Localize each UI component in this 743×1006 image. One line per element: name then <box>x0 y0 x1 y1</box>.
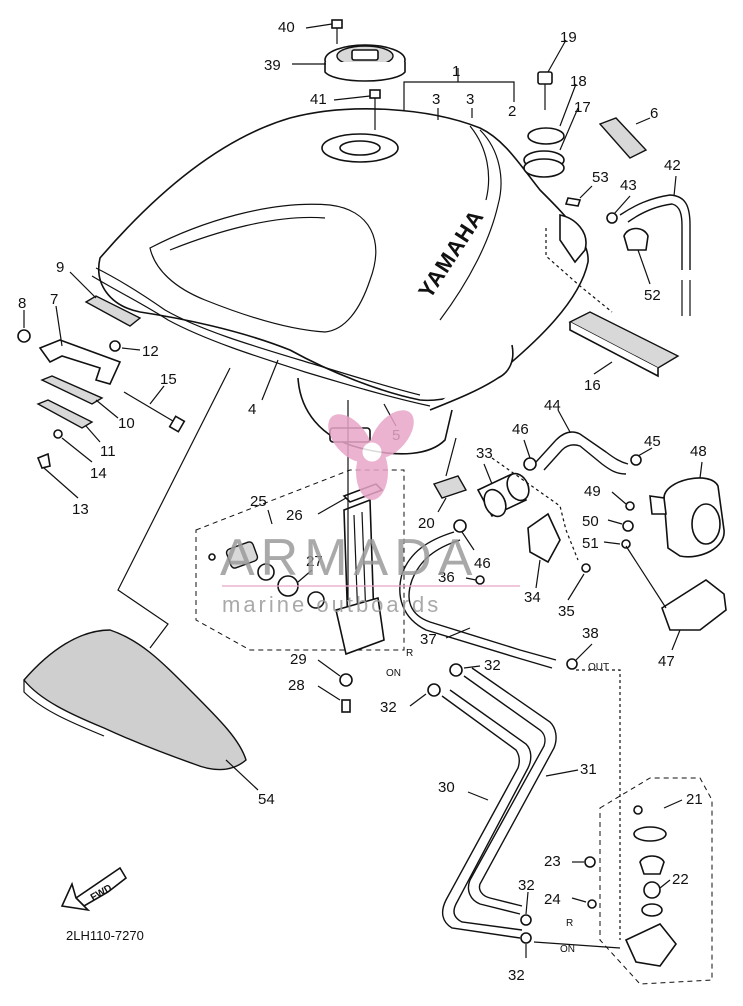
fuel-cap <box>324 44 406 82</box>
callout-8: 8 <box>18 295 26 312</box>
callout-49: 49 <box>584 483 601 500</box>
fuel-cock-assembly-box <box>195 469 405 713</box>
lower-on-label: ON <box>560 944 575 955</box>
callout-41: 41 <box>310 91 327 108</box>
lower-res-label: R <box>566 918 573 929</box>
callout-45: 45 <box>644 433 661 450</box>
callout-47: 47 <box>658 653 675 670</box>
fuel-tank: YAMAHA <box>91 108 589 455</box>
callout-20: 20 <box>418 515 435 532</box>
callout-31: 31 <box>580 761 597 778</box>
callout-37: 37 <box>420 631 437 648</box>
callout-54: 54 <box>258 791 275 808</box>
sub-fuel-cock-box <box>584 777 713 985</box>
callout-52: 52 <box>644 287 661 304</box>
side-cover-panel <box>23 629 247 771</box>
callout-36: 36 <box>438 569 455 586</box>
callout-33: 33 <box>476 445 493 462</box>
callout-10: 10 <box>118 415 135 432</box>
callout-32d: 32 <box>508 967 525 984</box>
valve-out-label: OUT <box>588 662 609 673</box>
leader-lines <box>23 23 703 958</box>
callout-46: 46 <box>512 421 529 438</box>
fuel-pump-parts <box>621 477 727 631</box>
callout-51: 51 <box>582 535 599 552</box>
callout-42: 42 <box>664 157 681 174</box>
callout-53: 53 <box>592 169 609 186</box>
watermark-brand: ARMADA <box>220 529 478 587</box>
callout-11: 11 <box>100 443 116 460</box>
callout-15: 15 <box>160 371 177 388</box>
callout-9: 9 <box>56 259 64 276</box>
callout-35: 35 <box>558 603 575 620</box>
callout-16: 16 <box>584 377 601 394</box>
fuel-filter-and-hoses <box>399 431 642 944</box>
callout-17: 17 <box>574 99 591 116</box>
callout-7: 7 <box>50 291 58 308</box>
callout-12: 12 <box>142 343 159 360</box>
callout-46b: 46 <box>474 555 491 572</box>
callout-30: 30 <box>438 779 455 796</box>
callout-18: 18 <box>570 73 587 90</box>
callout-23: 23 <box>544 853 561 870</box>
valve-res-label: R <box>406 648 413 659</box>
callout-48: 48 <box>690 443 707 460</box>
callout-40: 40 <box>278 19 295 36</box>
callout-32c: 32 <box>518 877 535 894</box>
callout-2: 2 <box>508 103 516 120</box>
callout-19: 19 <box>560 29 577 46</box>
callout-3: 3 <box>432 91 440 108</box>
tank-bolt <box>369 89 381 130</box>
watermark: ARMADA marine outboards <box>220 410 520 617</box>
propeller-logo <box>328 410 414 500</box>
callout-13: 13 <box>72 501 89 518</box>
callout-numbers: 1 2 3 3 4 5 6 7 8 9 10 11 12 13 14 15 16… <box>18 19 707 984</box>
callout-44: 44 <box>544 397 561 414</box>
callout-24: 24 <box>544 891 561 908</box>
callout-4: 4 <box>248 401 256 418</box>
callout-32b: 32 <box>380 699 397 716</box>
callout-14: 14 <box>90 465 107 482</box>
callout-29: 29 <box>290 651 307 668</box>
valve-on-label: ON <box>386 668 401 679</box>
callout-32: 32 <box>484 657 501 674</box>
callout-22: 22 <box>672 871 689 888</box>
callout-6: 6 <box>650 105 658 122</box>
forward-arrow-icon: FWD <box>60 866 128 912</box>
callout-50: 50 <box>582 513 599 530</box>
callout-43: 43 <box>620 177 637 194</box>
callout-21: 21 <box>686 791 703 808</box>
valve-labels: ON R OUT R ON <box>386 648 609 955</box>
cap-bolt <box>331 19 343 44</box>
watermark-tagline: marine outboards <box>222 592 441 617</box>
callout-3b: 3 <box>466 91 474 108</box>
diagram-code: 2LH110-7270 <box>66 928 144 943</box>
front-bracket-parts <box>17 295 186 469</box>
callout-38: 38 <box>582 625 599 642</box>
tank-side-parts <box>523 71 691 378</box>
callout-27: 27 <box>306 553 323 570</box>
callout-34: 34 <box>524 589 541 606</box>
callout-25: 25 <box>250 493 267 510</box>
callout-28: 28 <box>288 677 305 694</box>
callout-39: 39 <box>264 57 281 74</box>
callout-26: 26 <box>286 507 303 524</box>
callout-1: 1 <box>452 63 460 80</box>
